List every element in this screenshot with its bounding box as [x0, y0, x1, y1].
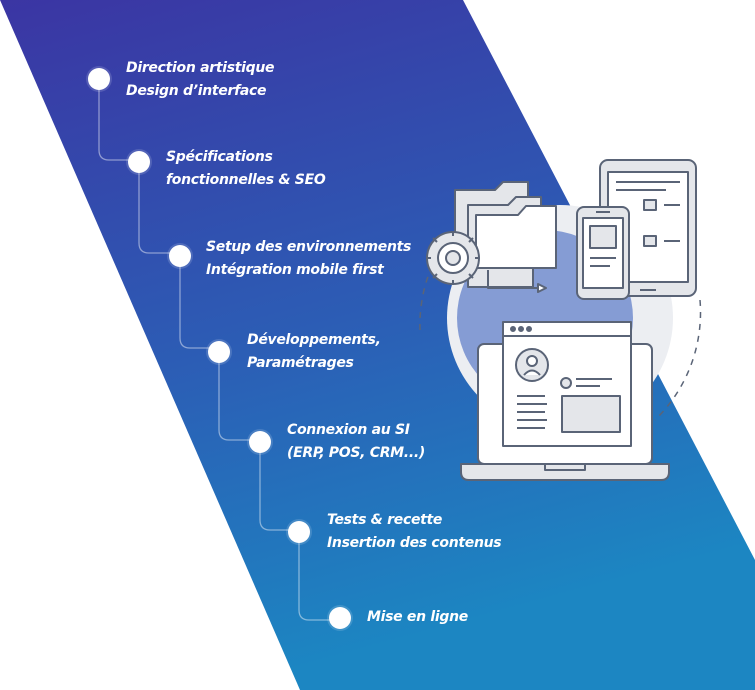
step-3-line-2: Intégration mobile first	[206, 262, 384, 278]
step-label-6: Tests & recette Insertion des contenus	[327, 509, 502, 555]
timeline-dot-1	[88, 68, 110, 90]
step-label-5: Connexion au SI (ERP, POS, CRM...)	[287, 419, 425, 465]
timeline-dot-6	[288, 521, 310, 543]
timeline-dot-3	[169, 245, 191, 267]
step-label-3: Setup des environnements Intégration mob…	[206, 236, 411, 282]
timeline-dot-7	[329, 607, 351, 629]
step-1-line-2: Design d’interface	[126, 83, 267, 99]
step-6-line-1: Tests & recette	[327, 512, 443, 528]
timeline-dot-5	[249, 431, 271, 453]
step-6-line-2: Insertion des contenus	[327, 535, 502, 551]
browser-window-icon	[502, 321, 632, 447]
gear-icon	[426, 231, 480, 285]
step-4-line-2: Paramétrages	[247, 355, 354, 371]
step-label-4: Développements, Paramétrages	[247, 329, 381, 375]
step-5-line-1: Connexion au SI	[287, 422, 410, 438]
step-label-2: Spécifications fonctionnelles & SEO	[166, 146, 326, 192]
step-label-1: Direction artistique Design d’interface	[126, 57, 275, 103]
step-4-line-1: Développements,	[247, 332, 381, 348]
step-2-line-1: Spécifications	[166, 149, 273, 165]
step-1-line-1: Direction artistique	[126, 60, 275, 76]
step-7-line-1: Mise en ligne	[367, 609, 468, 625]
dashed-orbit	[654, 299, 702, 421]
timeline-connector	[98, 78, 340, 621]
step-2-line-2: fonctionnelles & SEO	[166, 172, 326, 188]
timeline-dot-4	[208, 341, 230, 363]
timeline-dot-2	[128, 151, 150, 173]
step-5-line-2: (ERP, POS, CRM...)	[287, 445, 425, 461]
illustration	[419, 159, 702, 481]
step-3-line-1: Setup des environnements	[206, 239, 412, 255]
phone-icon	[576, 206, 630, 300]
step-label-7: Mise en ligne	[367, 606, 468, 629]
